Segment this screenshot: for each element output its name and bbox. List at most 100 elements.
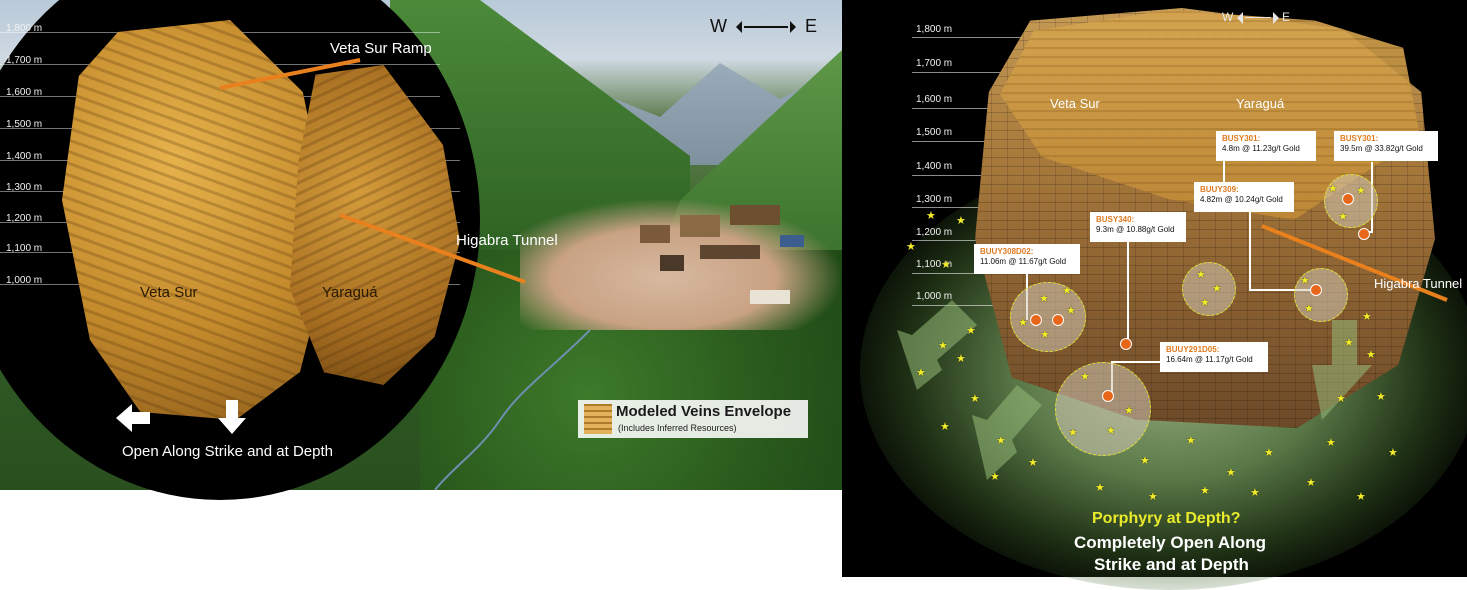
elevation-label: 1,700 m [6, 55, 43, 66]
elevation-label: 1,100 m [916, 259, 953, 270]
porphyry-label: Porphyry at Depth? [1092, 510, 1241, 527]
star-icon: ★ [1344, 337, 1354, 349]
star-icon: ★ [1186, 435, 1196, 447]
star-icon: ★ [1040, 329, 1050, 341]
elevation-label: 1,500 m [6, 119, 43, 130]
drill-intercept: 11.06m @ 11.67g/t Gold [980, 257, 1067, 266]
arrow-down-icon [218, 400, 246, 434]
star-icon: ★ [1066, 305, 1076, 317]
star-icon: ★ [956, 353, 966, 365]
arrow-left-icon [116, 404, 150, 432]
star-icon: ★ [1140, 455, 1150, 467]
star-icon: ★ [1366, 349, 1376, 361]
star-icon: ★ [1018, 317, 1028, 329]
legend-swatch [584, 404, 612, 434]
elevation-label: 1,000 m [6, 275, 43, 286]
star-icon: ★ [926, 210, 936, 222]
star-icon: ★ [1304, 303, 1314, 315]
star-icon: ★ [940, 421, 950, 433]
star-icon: ★ [906, 241, 916, 253]
tunnel-label: Higabra Tunnel [1374, 276, 1463, 291]
star-icon: ★ [1062, 285, 1072, 297]
grid-line [912, 240, 1032, 241]
star-icon: ★ [1148, 491, 1158, 503]
star-icon: ★ [1328, 183, 1338, 195]
compass-east: E [1282, 10, 1291, 24]
open-along-strike-label: Completely Open Along [1074, 533, 1267, 552]
drill-intercept-dot [1358, 228, 1370, 240]
mine-buildings [640, 205, 804, 304]
drill-intercept-dot [1102, 390, 1114, 402]
drill-intercept: 9.3m @ 10.88g/t Gold [1096, 225, 1175, 234]
drill-intercept-dot [1030, 314, 1042, 326]
star-icon: ★ [956, 215, 966, 227]
star-icon: ★ [1095, 482, 1105, 494]
star-icon: ★ [1028, 457, 1038, 469]
star-icon: ★ [1388, 447, 1398, 459]
star-icon: ★ [1124, 405, 1134, 417]
drill-callout: BUUY308D02: 11.06m @ 11.67g/t Gold [974, 244, 1080, 274]
drill-callout: BUUY309: 4.82m @ 10.24g/t Gold [1194, 182, 1294, 212]
star-icon: ★ [1250, 487, 1260, 499]
star-icon: ★ [970, 393, 980, 405]
star-icon: ★ [1306, 477, 1316, 489]
grid-line [912, 175, 1032, 176]
grid-line [912, 108, 1032, 109]
mineralized-zone [1010, 282, 1086, 352]
elevation-label: 1,600 m [6, 87, 43, 98]
star-icon: ★ [916, 367, 926, 379]
elevation-label: 1,400 m [6, 151, 43, 162]
drill-intercept: 4.82m @ 10.24g/t Gold [1200, 195, 1283, 204]
star-icon: ★ [1226, 467, 1236, 479]
compass-west: W [710, 16, 727, 36]
star-icon: ★ [1200, 485, 1210, 497]
drill-intercept: 16.64m @ 11.17g/t Gold [1166, 355, 1253, 364]
grid-line [912, 37, 1032, 38]
star-icon: ★ [1326, 437, 1336, 449]
star-icon: ★ [1356, 185, 1366, 197]
mineralized-zone [1294, 268, 1348, 322]
star-icon: ★ [966, 325, 976, 337]
mineralized-zone [1182, 262, 1236, 316]
star-icon: ★ [1039, 293, 1049, 305]
drill-hole-id: BUSY340: [1096, 215, 1135, 224]
yaragua-label: Yaraguá [1236, 96, 1285, 111]
elevation-label: 1,200 m [916, 227, 953, 238]
elevation-label: 1,100 m [6, 243, 43, 254]
grid-line [912, 141, 1032, 142]
double-arrow-icon [736, 21, 797, 34]
star-icon: ★ [1264, 447, 1274, 459]
ramp-label: Veta Sur Ramp [330, 40, 432, 57]
star-icon: ★ [1338, 211, 1348, 223]
grid-line [912, 273, 1032, 274]
open-along-strike-label: Open Along Strike and at Depth [122, 443, 333, 460]
star-icon: ★ [1376, 391, 1386, 403]
elevation-label: 1,600 m [916, 94, 953, 105]
veta-sur-label: Veta Sur [140, 284, 198, 301]
drill-intercept: 4.8m @ 11.23g/t Gold [1222, 144, 1300, 153]
mineralized-zone [1055, 362, 1151, 456]
elevation-label: 1,200 m [6, 213, 43, 224]
star-icon: ★ [1362, 311, 1372, 323]
star-icon: ★ [1200, 297, 1210, 309]
star-icon: ★ [1300, 275, 1310, 287]
elevation-label: 1,300 m [916, 194, 953, 205]
drill-intercept-dot [1342, 193, 1354, 205]
legend-box [578, 400, 808, 438]
star-icon: ★ [1106, 425, 1116, 437]
legend-subtitle: (Includes Inferred Resources) [618, 423, 737, 433]
elevation-label: 1,500 m [916, 127, 953, 138]
grid-line [912, 207, 1032, 208]
drill-hole-id: BUUY291D05: [1166, 345, 1220, 354]
star-icon: ★ [1356, 491, 1366, 503]
tunnel-label: Higabra Tunnel [456, 232, 558, 249]
elevation-label: 1,000 m [916, 291, 953, 302]
elevation-label: 1,400 m [916, 161, 953, 172]
star-icon: ★ [990, 471, 1000, 483]
drill-callout: BUUY291D05: 16.64m @ 11.17g/t Gold [1160, 342, 1268, 372]
star-icon: ★ [941, 259, 951, 271]
legend-title: Modeled Veins Envelope [616, 403, 792, 420]
veta-sur-label: Veta Sur [1050, 96, 1100, 111]
elevation-label: 1,800 m [6, 23, 43, 34]
compass-indicator: W E [710, 16, 817, 37]
